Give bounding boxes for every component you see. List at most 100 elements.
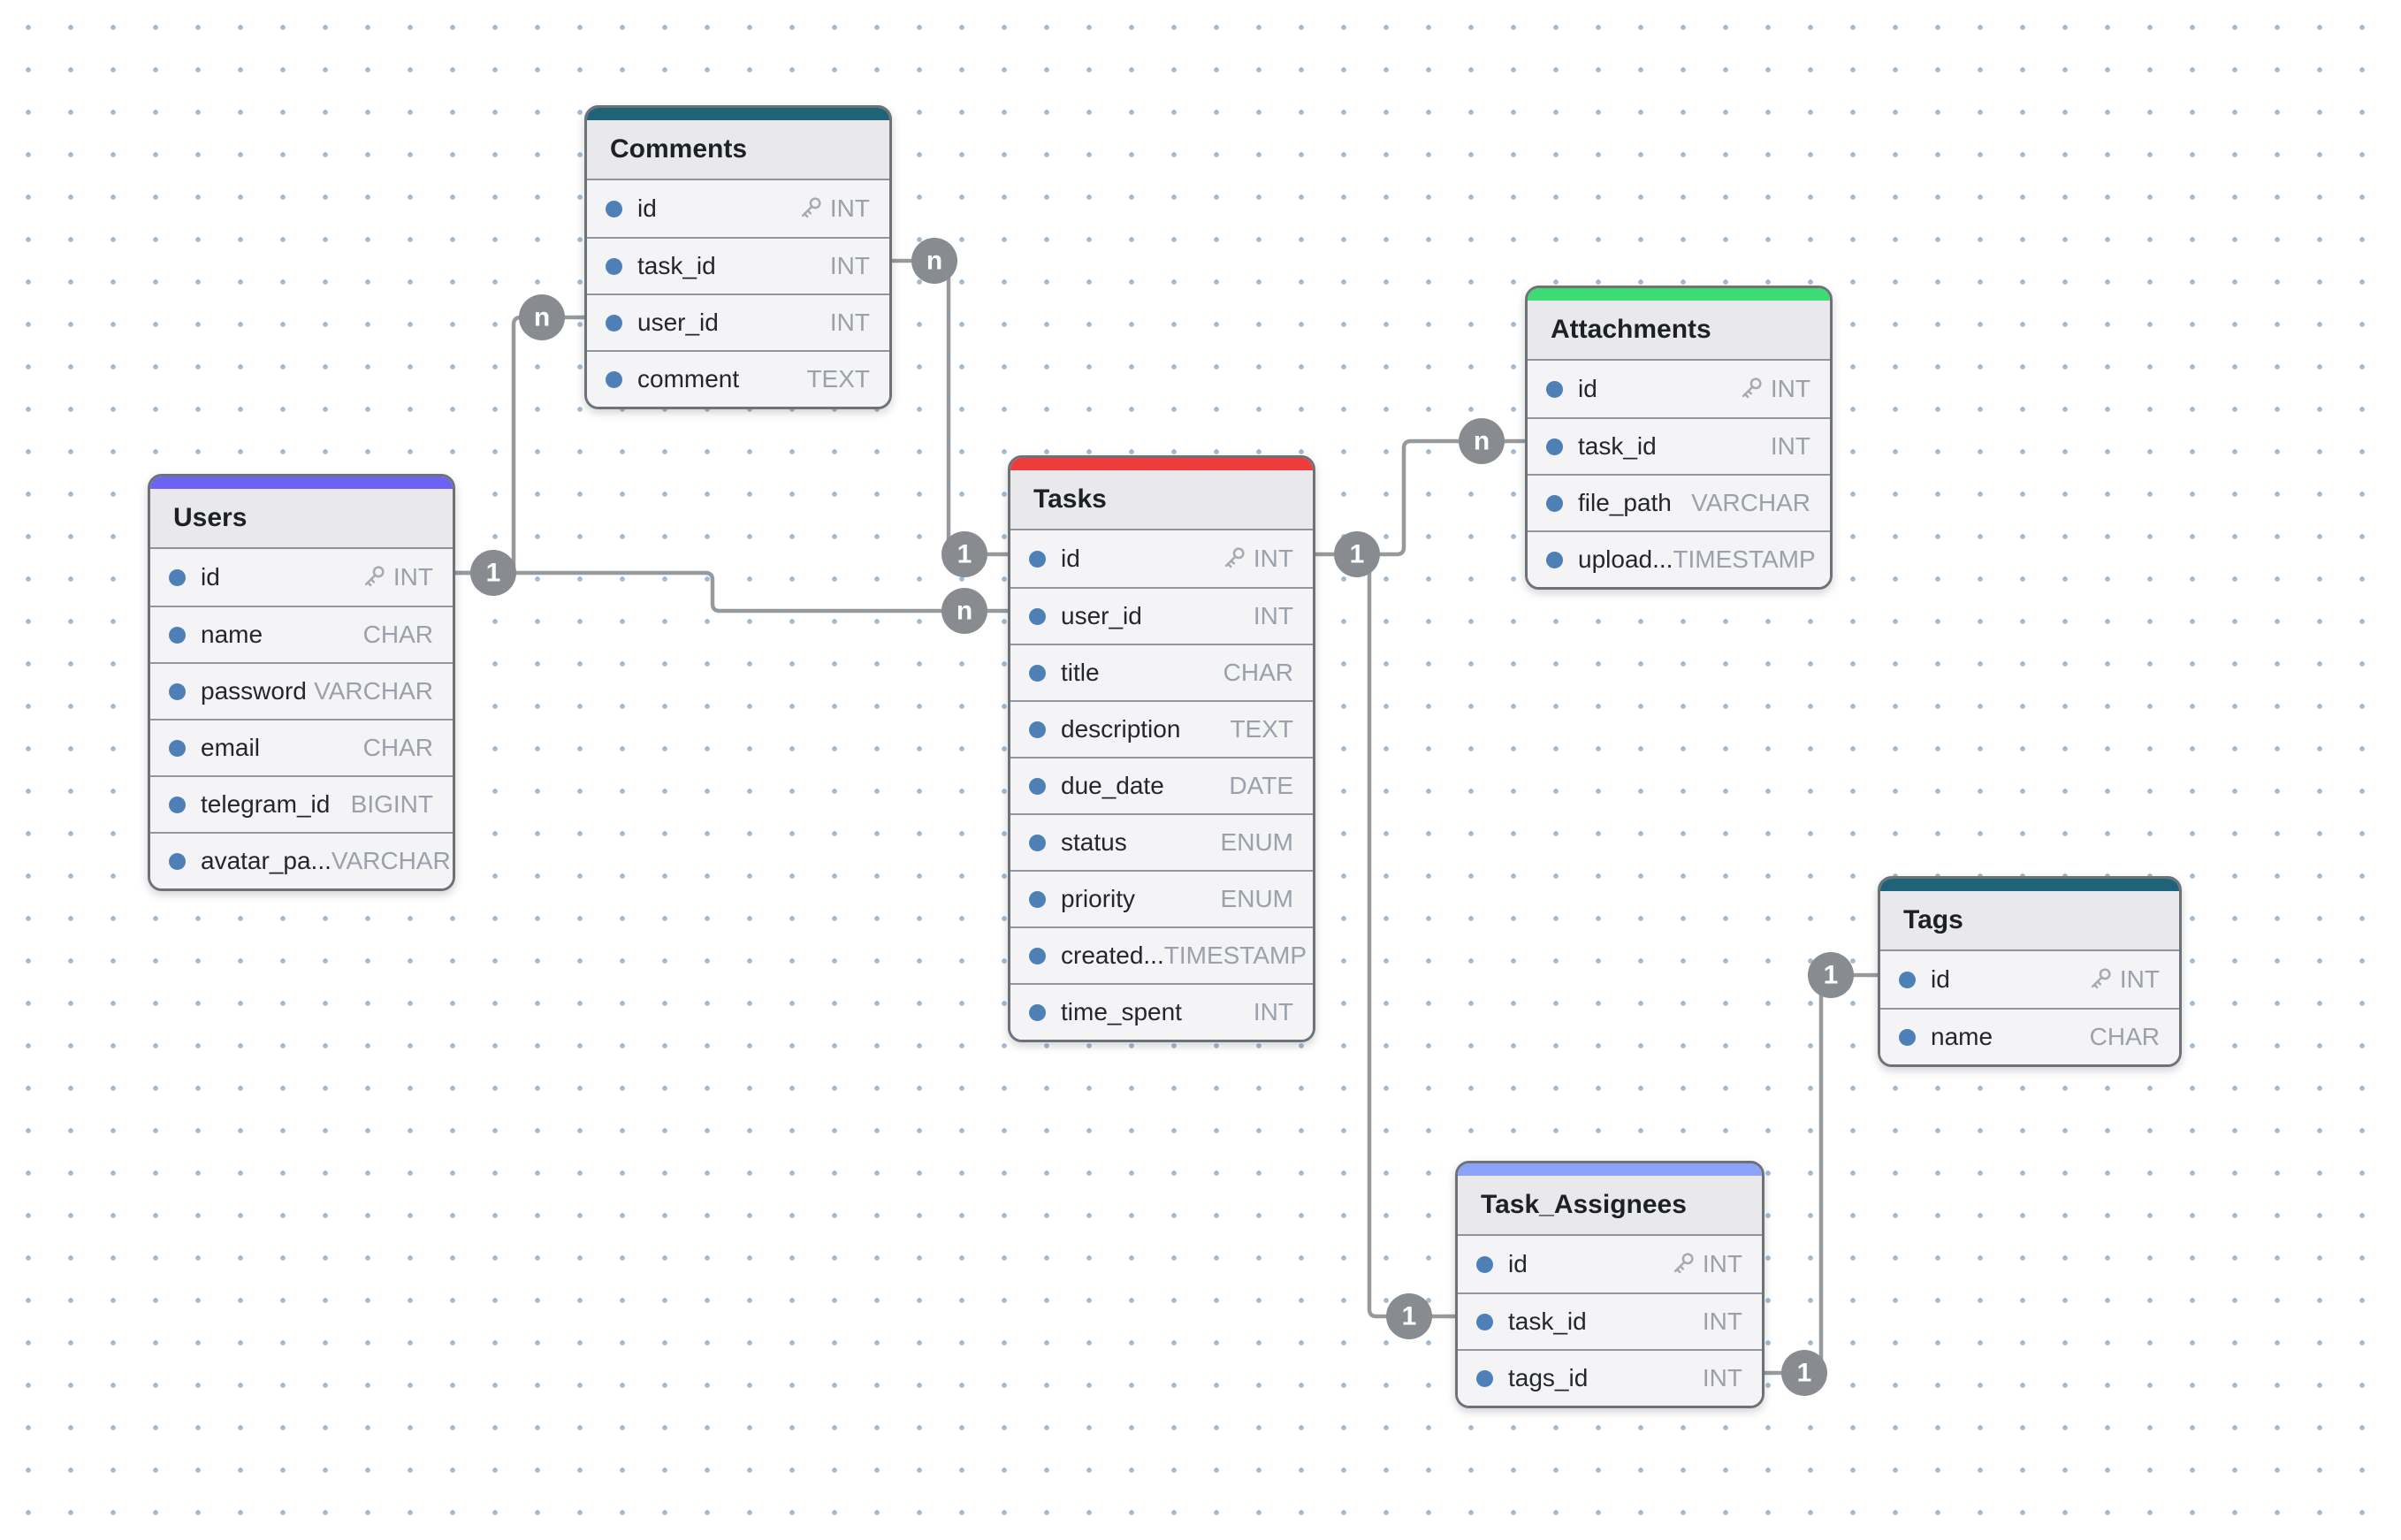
relationship-line-tasks-comments[interactable] <box>889 258 1012 557</box>
field-type: INT <box>2119 965 2160 993</box>
cardinality-marker-users-comments-1 <box>519 294 565 340</box>
relationship-line-users-tasks[interactable] <box>453 570 1012 614</box>
field-name: due_date <box>1061 772 1164 799</box>
field-type-group: INT <box>1703 1307 1742 1336</box>
cardinality-marker-tasks-attachments-0 <box>1334 531 1380 577</box>
primary-key-icon <box>801 197 821 218</box>
field-type: VARCHAR <box>314 677 433 705</box>
field-dot-icon <box>1546 438 1563 455</box>
table-title-task_assignees: Task_Assignees <box>1458 1176 1762 1236</box>
field-type: INT <box>1770 432 1810 460</box>
field-row-users-avatar_pa[interactable]: avatar_pa...VARCHAR <box>150 832 453 888</box>
field-type: CHAR <box>362 621 433 648</box>
field-type: VARCHAR <box>1691 489 1810 516</box>
field-type: ENUM <box>1220 828 1293 856</box>
primary-key-icon <box>1742 377 1762 399</box>
cardinality-marker-users-comments-0 <box>470 550 516 596</box>
field-name: telegram_id <box>201 790 331 818</box>
field-name: status <box>1061 828 1127 856</box>
field-row-tasks-status[interactable]: status ENUM <box>1010 813 1313 870</box>
field-type: TIMESTAMP <box>1163 942 1307 969</box>
field-name: priority <box>1061 885 1136 912</box>
field-type: CHAR <box>1223 659 1293 686</box>
field-dot-icon <box>1546 551 1563 568</box>
field-row-tasks-created[interactable]: created...TIMESTAMP <box>1010 926 1313 983</box>
field-name: user_id <box>1061 602 1142 629</box>
table-color-bar-users <box>150 476 453 489</box>
field-type-group: VARCHAR <box>314 677 433 705</box>
field-dot-icon <box>1029 1003 1046 1021</box>
field-type-group: TEXT <box>1230 715 1293 743</box>
primary-key-icon <box>2091 968 2111 989</box>
field-name: title <box>1061 659 1100 686</box>
cardinality-marker-tasks-attachments-1 <box>1459 418 1505 464</box>
field-type: INT <box>1702 1250 1742 1277</box>
field-type: TIMESTAMP <box>1673 545 1816 573</box>
relationship-line-tags-task_assignees[interactable] <box>1760 972 1882 1376</box>
field-dot-icon <box>1546 380 1563 398</box>
field-row-attachments-upload[interactable]: upload...TIMESTAMP <box>1528 530 1830 587</box>
field-row-users-telegram_id[interactable]: telegram_id BIGINT <box>150 775 453 832</box>
field-dot-icon <box>1029 720 1046 738</box>
field-type-group: TIMESTAMP <box>1673 545 1815 574</box>
field-dot-icon <box>1476 1255 1493 1273</box>
cardinality-label: n <box>957 597 972 626</box>
field-dot-icon <box>1029 664 1046 682</box>
field-type-group: INT <box>1703 1364 1742 1392</box>
relationship-line-users-comments[interactable] <box>453 315 589 576</box>
cardinality-label: n <box>534 303 550 332</box>
primary-key-icon <box>364 566 385 587</box>
table-title-attachments: Attachments <box>1528 301 1830 361</box>
primary-key-icon <box>1673 1253 1694 1274</box>
field-type: INT <box>1702 1307 1742 1335</box>
cardinality-label: 1 <box>1797 1359 1812 1388</box>
relationship-line-tasks-attachments[interactable] <box>1313 438 1529 557</box>
field-type-group: BIGINT <box>351 790 433 819</box>
field-name: user_id <box>637 309 719 336</box>
cardinality-marker-users-tasks-0 <box>941 588 987 634</box>
field-name: time_spent <box>1061 998 1182 1025</box>
field-type-group: INT <box>1736 375 1810 403</box>
cardinality-marker-tasks-comments-0 <box>911 238 957 284</box>
primary-key-icon <box>1224 547 1245 568</box>
field-dot-icon <box>606 314 622 332</box>
field-name: id <box>637 194 657 222</box>
relationship-line-tasks-task_assignees[interactable] <box>1354 552 1460 1319</box>
field-type-group: CHAR <box>363 621 433 649</box>
field-type-group: VARCHAR <box>332 847 451 875</box>
field-type-group: VARCHAR <box>1691 489 1810 517</box>
field-dot-icon <box>1899 1028 1916 1046</box>
field-row-tasks-title[interactable]: title CHAR <box>1010 644 1313 700</box>
field-type-group: INT <box>1219 545 1293 573</box>
field-dot-icon <box>169 852 186 870</box>
